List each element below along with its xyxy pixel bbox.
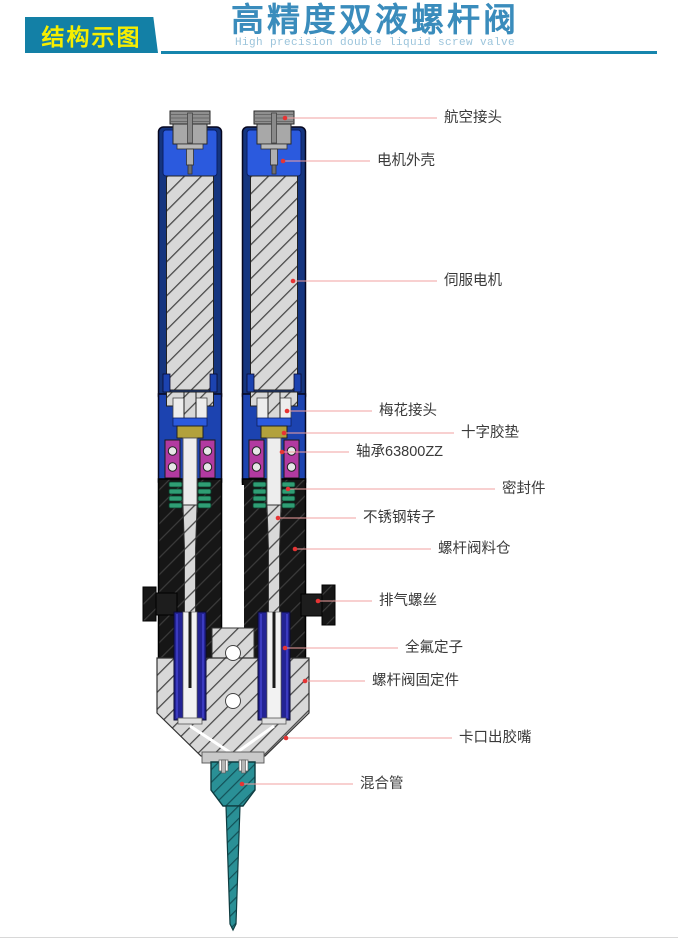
leader-dot (239, 781, 245, 787)
leader-dot (285, 486, 291, 492)
leader-dot (282, 115, 288, 121)
bolt-hole-bottom (225, 693, 241, 709)
header-underline (161, 51, 657, 54)
section-badge-label: 结构示图 (41, 24, 142, 50)
motor-assembly-left (157, 110, 223, 659)
section-badge: 结构示图 (25, 17, 158, 53)
stator-left (173, 611, 207, 725)
page-title: 高精度双液螺杆阀 (231, 0, 519, 39)
motor-assembly-right (241, 110, 307, 659)
leader-dot (282, 645, 288, 651)
leader-dot (279, 449, 285, 455)
leader-dot (302, 678, 308, 684)
bolt-hole-top (225, 645, 241, 661)
header-titles: 高精度双液螺杆阀 High precision double liquid sc… (160, 0, 590, 50)
leader-dot (292, 546, 298, 552)
page-subtitle: High precision double liquid screw valve (234, 37, 516, 49)
stator-right (257, 611, 291, 725)
barrel-gap (229, 485, 244, 632)
leader-dot (280, 158, 286, 164)
mixing-tube (210, 759, 256, 932)
exhaust-screw-left (142, 586, 178, 622)
leader-lines (239, 115, 495, 787)
leader-dot (315, 598, 321, 604)
leader-dot (275, 515, 281, 521)
leader-dot (290, 278, 296, 284)
leader-dot (281, 430, 287, 436)
flow-channels (189, 724, 275, 755)
leader-dot (283, 735, 289, 741)
leader-dot (284, 408, 290, 414)
